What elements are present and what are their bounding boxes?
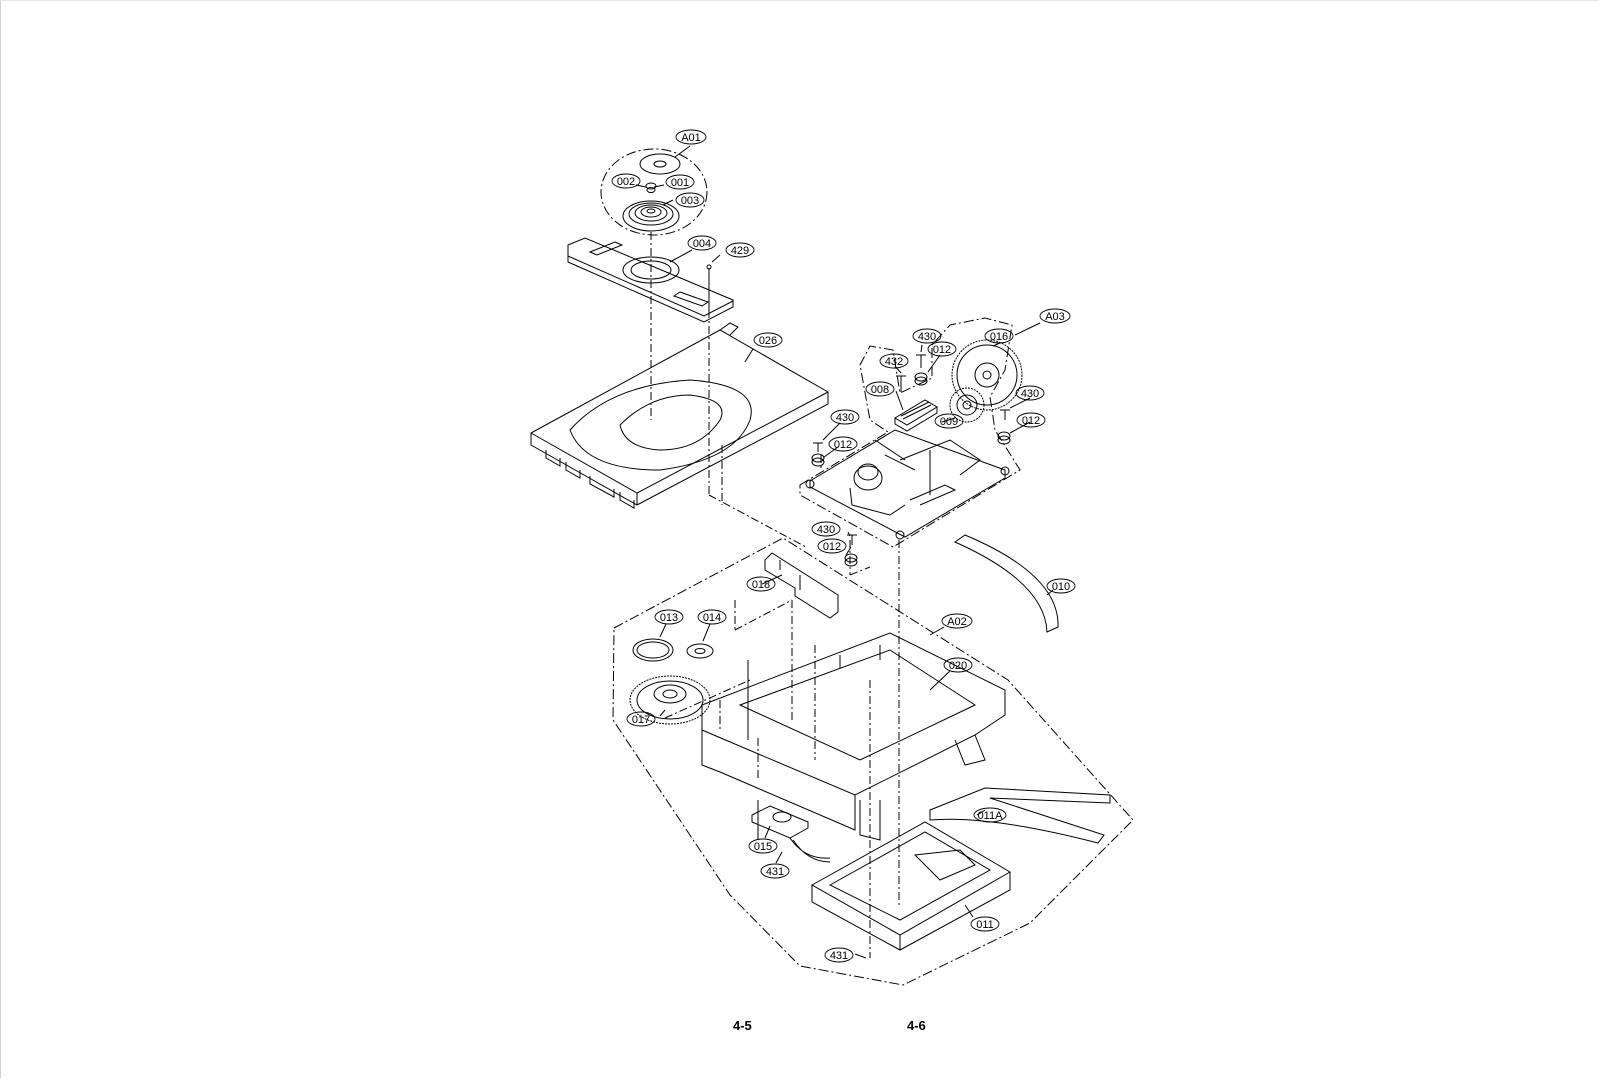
callout-label-001: 001: [671, 177, 689, 189]
label-ovals: [611, 129, 1076, 963]
callout-label-432: 432: [885, 356, 903, 368]
flex-cable-010: [953, 534, 1059, 633]
callout-label-020: 020: [949, 660, 967, 672]
belt-013: [632, 638, 674, 662]
screws-grommets: [811, 354, 1011, 567]
bracket-plate-004: [567, 237, 734, 323]
pulley-014: [686, 643, 714, 659]
chassis-assembly-a02: [612, 537, 1134, 986]
callout-label-011: 011: [976, 919, 994, 931]
callout-label-430b: 430: [1021, 388, 1039, 400]
gear-009: [949, 387, 985, 423]
callout-label-026: 026: [759, 335, 777, 347]
gear-017: [629, 675, 711, 725]
callout-label-013: 013: [660, 612, 678, 624]
callout-label-012c: 012: [834, 439, 852, 451]
callout-label-014: 014: [703, 612, 721, 624]
page-number-right: 4-6: [907, 1018, 926, 1033]
callout-label-009: 009: [940, 416, 958, 428]
bracket-018: [764, 552, 839, 619]
tray-026: [530, 322, 829, 509]
callout-label-010: 010: [1052, 581, 1070, 593]
traverse-assembly-a03: [799, 317, 1021, 548]
motor-board-015: [751, 800, 831, 863]
page-number-left: 4-5: [733, 1018, 752, 1033]
callout-label-A03: A03: [1045, 311, 1065, 323]
leader-lines: [635, 145, 1054, 959]
turntable-assembly-a01: [600, 148, 708, 420]
callout-label-430d: 430: [817, 524, 835, 536]
callout-label-012d: 012: [823, 541, 841, 553]
callout-label-008: 008: [871, 384, 889, 396]
callout-label-002: 002: [617, 176, 635, 188]
callout-label-017: 017: [632, 714, 650, 726]
connector-board-008: [894, 399, 938, 432]
callout-label-012a: 012: [933, 344, 951, 356]
chassis-020: [701, 632, 1006, 841]
callout-label-430c: 430: [836, 412, 854, 424]
callout-label-004: 004: [693, 238, 711, 250]
gear-016: [951, 339, 1023, 411]
callout-label-011A: 011A: [978, 810, 1004, 822]
callout-label-003: 003: [681, 195, 699, 207]
flex-cable-011a: [929, 787, 1111, 844]
base-011: [811, 821, 1011, 951]
callout-label-A02: A02: [947, 616, 967, 628]
callout-label-012b: 012: [1022, 415, 1040, 427]
callout-label-431a: 431: [766, 866, 784, 878]
callout-label-016: 016: [990, 331, 1008, 343]
callout-label-A01: A01: [681, 132, 701, 144]
callout-label-430a: 430: [918, 331, 936, 343]
callout-label-018: 018: [752, 579, 770, 591]
callout-label-431b: 431: [830, 950, 848, 962]
assembly-centerlines: [664, 310, 900, 958]
callout-label-015: 015: [754, 841, 772, 853]
callout-label-429: 429: [731, 245, 749, 257]
